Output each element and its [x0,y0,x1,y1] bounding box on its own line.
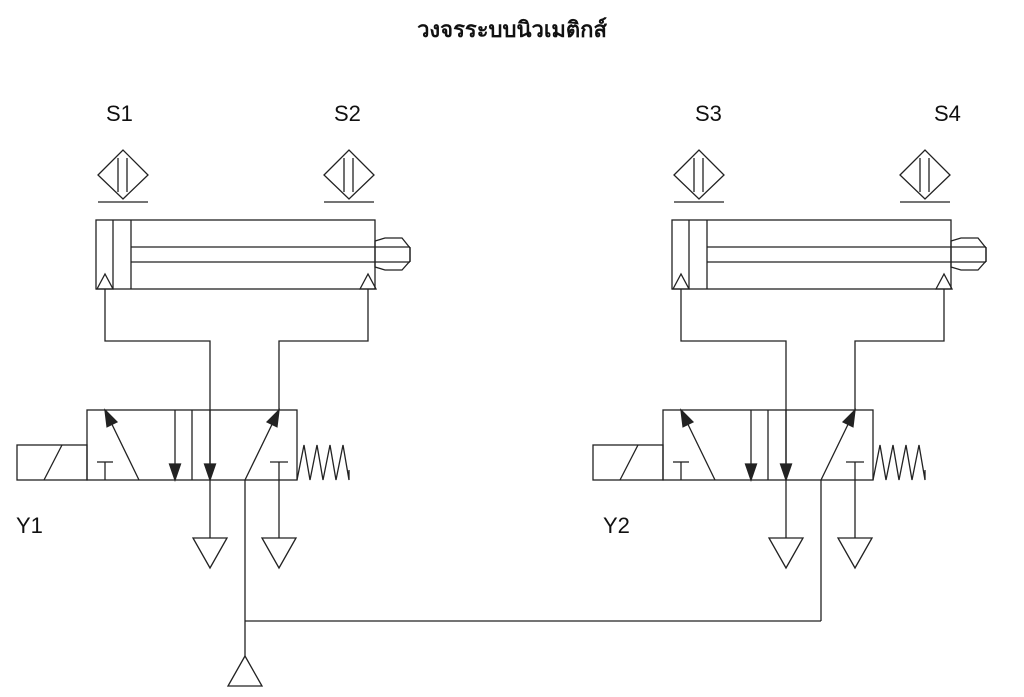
arrowhead-icon [203,463,217,482]
sensor-diamond-icon [899,149,951,200]
solenoid-diagonal [43,444,63,481]
exhaust-2 [836,480,874,570]
actuator-unit-1 [16,149,411,687]
port-triangle-icon [934,272,954,290]
double-acting-cylinder [95,219,411,290]
flow-arrow [820,408,856,481]
exhaust-2 [260,480,298,570]
flow-arrow [779,410,793,482]
proximity-sensor-right [899,149,951,203]
exhaust-triangle-icon [836,537,874,570]
cylinder-body [671,219,952,290]
flow-arrow [104,408,140,481]
arrowhead-icon [168,463,182,482]
spring-icon [296,444,350,481]
double-acting-cylinder [671,219,987,290]
solenoid-valve-5-2 [16,408,350,482]
cylinder-body [95,219,376,290]
pipe-port-b [278,289,369,410]
arrowhead-icon [104,408,119,428]
pipe-port-b [854,289,945,410]
sensor-label-s4: S4 [934,101,961,126]
flow-arrow [244,408,280,481]
rod-end-hex-icon [374,237,411,271]
rod-end-hex-icon [950,237,987,271]
flow-arrow [680,408,716,481]
sensor-diamond-icon [673,149,725,200]
sensor-label-s2: S2 [334,101,361,126]
proximity-sensor-left [97,149,149,203]
exhaust-triangle-icon [191,537,229,570]
arrowhead-icon [744,463,758,482]
proximity-sensor-right [323,149,375,203]
exhaust-1 [767,480,805,570]
flow-arrow [203,410,217,482]
arrowhead-icon [265,408,280,428]
pressure-source-icon [226,654,264,687]
actuator-unit-2 [592,149,987,621]
port-triangle-icon [671,272,691,290]
sensor-label-s1: S1 [106,101,133,126]
flow-arrow [168,410,182,482]
flow-arrow [744,410,758,482]
sensor-label-s3: S3 [695,101,722,126]
arrowhead-icon [779,463,793,482]
proximity-sensor-left [673,149,725,203]
solenoid-label-y1: Y1 [16,513,43,538]
solenoid-valve-5-2 [592,408,926,482]
port-triangle-icon [95,272,115,290]
arrowhead-icon [680,408,695,428]
solenoid-coil-icon [16,444,88,481]
spring-icon [872,444,926,481]
pipe-port-a [104,289,211,480]
solenoid-label-y2: Y2 [603,513,630,538]
diagram-title: วงจรระบบนิวเมติกส์ [417,18,607,43]
port-triangle-icon [358,272,378,290]
solenoid-diagonal [619,444,639,481]
exhaust-triangle-icon [767,537,805,570]
sensor-diamond-icon [97,149,149,200]
exhaust-1 [191,480,229,570]
pipe-port-a [680,289,787,480]
sensor-diamond-icon [323,149,375,200]
arrowhead-icon [841,408,856,428]
exhaust-triangle-icon [260,537,298,570]
solenoid-coil-icon [592,444,664,481]
